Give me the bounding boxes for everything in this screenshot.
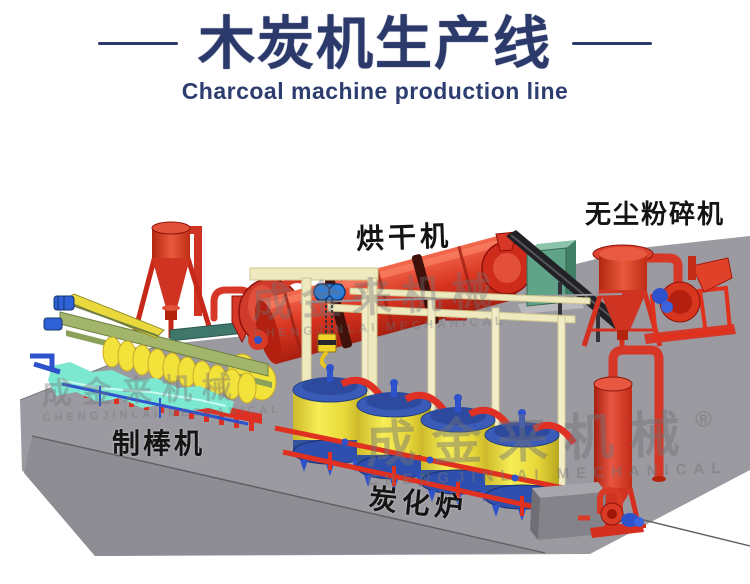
cyclone-separator-right — [581, 244, 685, 348]
page-subtitle: Charcoal machine production line — [181, 77, 569, 104]
title-dash-right — [572, 42, 652, 45]
rod-output — [48, 362, 234, 414]
label-rod-machine: 制棒机 — [112, 428, 206, 459]
pipe-rack — [299, 287, 623, 493]
hopper-row — [102, 336, 257, 404]
banner-header: 木炭机生产线 Charcoal machine production line — [0, 0, 750, 105]
gantry-hoist — [249, 267, 379, 433]
cyclone-separator-left — [131, 221, 215, 338]
crusher-machine — [644, 256, 736, 344]
feeder-conveyor — [43, 293, 165, 339]
condenser-column — [584, 345, 666, 533]
label-dryer: 烘干机 — [355, 220, 453, 255]
title-dash-left — [98, 42, 178, 45]
chain-hoist — [313, 283, 346, 369]
crushing-section — [506, 230, 736, 348]
label-crusher: 无尘粉碎机 — [585, 199, 726, 229]
rod-making-machine — [30, 293, 277, 431]
page-title: 木炭机生产线 — [198, 12, 552, 76]
pump-unit — [530, 482, 644, 540]
